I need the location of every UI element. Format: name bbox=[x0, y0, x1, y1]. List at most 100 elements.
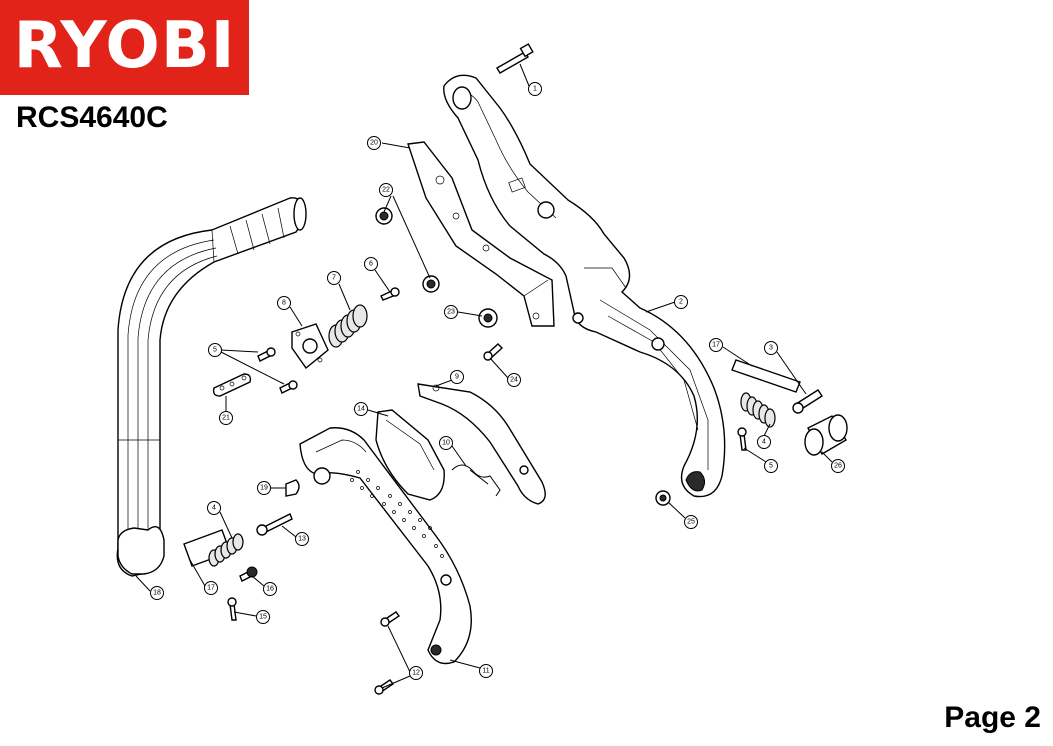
callout-4: 4 bbox=[207, 501, 221, 515]
callout-1: 1 bbox=[528, 82, 542, 96]
part-nut bbox=[375, 207, 440, 293]
part-gasket bbox=[291, 323, 329, 370]
callout-circle bbox=[764, 459, 778, 473]
callout-circle bbox=[256, 610, 270, 624]
callout-circle bbox=[764, 341, 778, 355]
callout-7: 7 bbox=[327, 271, 341, 285]
callout-circle bbox=[831, 459, 845, 473]
callout-8: 8 bbox=[277, 296, 291, 310]
callout-circle bbox=[709, 338, 723, 352]
callout-23: 23 bbox=[444, 305, 458, 319]
callout-17: 17 bbox=[204, 581, 218, 595]
callout-label: 11 bbox=[482, 668, 489, 675]
callout-label: 26 bbox=[834, 463, 842, 470]
callout-9: 9 bbox=[450, 370, 464, 384]
callout-circle bbox=[295, 532, 309, 546]
callout-label: 6 bbox=[369, 261, 373, 268]
callout-21: 21 bbox=[219, 411, 233, 425]
callout-25: 25 bbox=[684, 515, 698, 529]
callout-label: 4 bbox=[212, 505, 216, 512]
logo-text: RYOBI bbox=[13, 9, 236, 83]
callout-12: 12 bbox=[409, 666, 423, 680]
callout-circle bbox=[674, 295, 688, 309]
part-front-handle-bar bbox=[116, 197, 307, 577]
callout-5: 5 bbox=[208, 343, 222, 357]
callout-label: 8 bbox=[282, 300, 286, 307]
callout-circle bbox=[444, 305, 458, 319]
part-screw-12 bbox=[374, 611, 401, 695]
part-screw-24 bbox=[483, 343, 504, 361]
model-number: RCS4640C bbox=[16, 101, 168, 134]
callout-label: 24 bbox=[510, 377, 518, 384]
part-screw-16 bbox=[239, 566, 258, 582]
callout-circle bbox=[439, 436, 453, 450]
callout-label: 3 bbox=[769, 345, 773, 352]
part-nut-25 bbox=[655, 490, 671, 506]
callout-label: 2 bbox=[679, 299, 683, 306]
part-lever bbox=[417, 383, 546, 505]
part-torsion-spring bbox=[451, 464, 501, 497]
callout-16: 16 bbox=[263, 582, 277, 596]
part-screw-15 bbox=[227, 597, 237, 621]
callout-circle bbox=[379, 183, 393, 197]
part-handle-grip bbox=[299, 427, 472, 665]
callout-circle bbox=[150, 586, 164, 600]
callout-circle bbox=[409, 666, 423, 680]
callout-3: 3 bbox=[764, 341, 778, 355]
callout-22: 22 bbox=[379, 183, 393, 197]
part-rear-handle-housing bbox=[443, 74, 726, 498]
callout-label: 4 bbox=[762, 439, 766, 446]
callout-circle bbox=[364, 257, 378, 271]
callout-circle bbox=[263, 582, 277, 596]
callout-18: 18 bbox=[150, 586, 164, 600]
callout-label: 20 bbox=[370, 140, 378, 147]
part-pin bbox=[792, 389, 823, 414]
callout-label: 10 bbox=[442, 440, 450, 447]
callout-13: 13 bbox=[295, 532, 309, 546]
callout-label: 13 bbox=[298, 536, 306, 543]
callout-label: 25 bbox=[687, 519, 695, 526]
callout-label: 1 bbox=[533, 86, 537, 93]
callout-label: 22 bbox=[382, 187, 390, 194]
callout-label: 23 bbox=[447, 309, 455, 316]
callout-circle bbox=[208, 343, 222, 357]
callout-label: 16 bbox=[266, 586, 274, 593]
callout-4: 4 bbox=[757, 435, 771, 449]
callout-6: 6 bbox=[364, 257, 378, 271]
part-plate bbox=[407, 141, 555, 327]
callout-circle bbox=[354, 402, 368, 416]
callout-label: 14 bbox=[357, 406, 365, 413]
callout-label: 17 bbox=[207, 585, 215, 592]
callout-14: 14 bbox=[354, 402, 368, 416]
callout-label: 18 bbox=[153, 590, 161, 597]
callout-label: 5 bbox=[213, 347, 217, 354]
callout-17: 17 bbox=[709, 338, 723, 352]
callout-circle bbox=[479, 664, 493, 678]
callout-circle bbox=[207, 501, 221, 515]
part-screw-6 bbox=[380, 287, 400, 301]
part-bushing bbox=[478, 308, 498, 328]
callout-circle bbox=[277, 296, 291, 310]
callout-circle bbox=[684, 515, 698, 529]
callout-circle bbox=[450, 370, 464, 384]
part-plug bbox=[285, 479, 300, 497]
callout-label: 9 bbox=[455, 374, 459, 381]
part-spring-7 bbox=[328, 304, 368, 348]
leader-lines bbox=[135, 63, 833, 689]
callout-label: 17 bbox=[712, 342, 720, 349]
callout-26: 26 bbox=[831, 459, 845, 473]
callout-circle bbox=[528, 82, 542, 96]
callout-20: 20 bbox=[367, 136, 381, 150]
callout-label: 15 bbox=[259, 614, 267, 621]
page-number: Page 2 bbox=[944, 701, 1041, 734]
callout-label: 5 bbox=[769, 463, 773, 470]
part-screw-5 bbox=[257, 347, 747, 451]
ryobi-logo: RYOBI bbox=[0, 0, 249, 95]
part-trigger bbox=[375, 409, 445, 501]
callout-label: 12 bbox=[412, 670, 420, 677]
part-screw-13 bbox=[256, 513, 293, 536]
part-plate-17 bbox=[183, 359, 801, 567]
callout-label: 21 bbox=[222, 415, 230, 422]
callout-circle bbox=[507, 373, 521, 387]
